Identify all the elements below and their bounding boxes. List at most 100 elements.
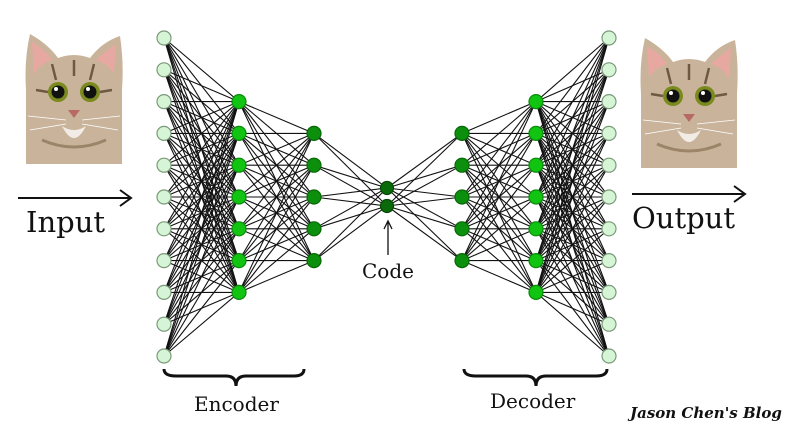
node-encoder-hidden-1-4 [231,189,247,205]
edge-input-to-encoder-hidden-1 [163,101,240,198]
edge-encoder-hidden-2-to-code [313,205,388,230]
encoder-label: Encoder [194,392,279,416]
node-encoder-hidden-1-6 [231,253,247,269]
edge-input-to-encoder-hidden-1 [163,101,240,261]
network-edges [163,37,610,357]
edge-decoder-hidden-1-to-decoder-hidden-2 [461,133,537,261]
edge-decoder-hidden-1-to-decoder-hidden-2 [461,260,537,293]
node-encoder-hidden-1-7 [231,284,247,300]
node-encoder-hidden-1-1 [231,93,247,110]
edge-input-to-encoder-hidden-1 [163,164,240,357]
edge-decoder-hidden-1-to-decoder-hidden-2 [461,164,537,261]
output-arrow [632,185,747,203]
input-label: Input [26,205,106,239]
node-input-6 [156,189,172,205]
edge-decoder-hidden-2-to-output [535,69,610,293]
edge-encoder-hidden-1-to-encoder-hidden-2 [238,132,315,198]
input-arrow [18,189,133,207]
edge-decoder-hidden-1-to-decoder-hidden-2 [461,101,537,230]
node-input-5 [156,157,172,173]
edge-decoder-hidden-2-to-output [535,37,610,198]
node-output-5 [601,157,617,173]
edge-decoder-hidden-1-to-decoder-hidden-2 [461,101,537,166]
node-decoder-hidden-2-1 [528,93,544,110]
edge-code-to-decoder-hidden-1 [386,205,463,262]
encoder-brace [162,368,306,387]
edge-decoder-hidden-2-to-output [535,37,610,261]
node-output-7 [601,221,617,237]
node-output-9 [601,284,617,300]
edge-input-to-encoder-hidden-1 [163,260,240,357]
node-input-10 [156,316,172,332]
node-encoder-hidden-2-1 [306,125,322,141]
edge-input-to-encoder-hidden-1 [163,133,240,357]
edge-input-to-encoder-hidden-1 [163,196,240,357]
node-decoder-hidden-2-3 [528,157,544,173]
node-input-4 [156,125,172,141]
edge-encoder-hidden-1-to-encoder-hidden-2 [238,133,315,261]
edge-code-to-decoder-hidden-1 [386,187,463,230]
edge-code-to-decoder-hidden-1 [386,187,463,261]
edge-decoder-hidden-2-to-output [535,196,610,293]
edge-encoder-hidden-2-to-code [313,164,388,189]
node-decoder-hidden-2-5 [528,221,544,237]
output-label: Output [632,201,736,235]
edge-encoder-hidden-1-to-encoder-hidden-2 [238,101,315,134]
edge-input-to-encoder-hidden-1 [163,291,240,357]
edge-encoder-hidden-1-to-encoder-hidden-2 [238,196,315,293]
edge-input-to-encoder-hidden-1 [163,101,240,166]
edge-decoder-hidden-2-to-output [535,260,610,293]
edge-decoder-hidden-2-to-output [535,228,610,293]
edge-decoder-hidden-2-to-output [535,37,610,293]
node-decoder-hidden-1-2 [454,157,470,173]
edge-decoder-hidden-2-to-output [535,37,610,134]
edge-code-to-decoder-hidden-1 [386,132,463,189]
edge-encoder-hidden-1-to-encoder-hidden-2 [238,132,315,166]
edge-encoder-hidden-1-to-encoder-hidden-2 [238,133,315,230]
node-decoder-hidden-1-3 [454,189,470,205]
node-input-7 [156,221,172,237]
decoder-label: Decoder [490,389,576,413]
node-encoder-hidden-2-2 [306,157,322,173]
edge-encoder-hidden-2-to-code [313,187,388,230]
edge-decoder-hidden-1-to-decoder-hidden-2 [461,101,537,134]
node-decoder-hidden-2-4 [528,189,544,205]
edge-decoder-hidden-2-to-output [535,291,610,325]
node-encoder-hidden-2-5 [306,253,322,269]
node-decoder-hidden-1-1 [454,125,470,141]
edge-decoder-hidden-2-to-output [535,133,610,293]
edge-input-to-encoder-hidden-1 [163,228,240,357]
edge-encoder-hidden-2-to-code [313,132,388,189]
input-cat-image [25,34,123,164]
node-output-3 [601,93,617,110]
decoder-brace [462,368,609,387]
edge-decoder-hidden-2-to-output [535,37,610,103]
node-input-2 [156,62,172,78]
output-cat-image [640,38,738,168]
blog-signature: Jason Chen's Blog [630,404,782,422]
edge-input-to-encoder-hidden-1 [163,101,240,230]
edge-decoder-hidden-1-to-decoder-hidden-2 [461,228,537,262]
edge-decoder-hidden-1-to-decoder-hidden-2 [461,101,537,261]
edge-decoder-hidden-1-to-decoder-hidden-2 [461,101,537,198]
edge-encoder-hidden-1-to-encoder-hidden-2 [238,164,315,293]
node-input-11 [156,348,172,364]
cat-icon [25,34,123,164]
edge-encoder-hidden-2-to-code [313,205,388,262]
node-encoder-hidden-1-3 [231,157,247,173]
edge-code-to-decoder-hidden-1 [386,133,463,207]
edge-encoder-hidden-2-to-code [313,196,388,207]
edge-code-to-decoder-hidden-1 [386,164,463,207]
node-output-11 [601,348,617,364]
edge-encoder-hidden-2-to-code [313,164,388,207]
node-input-9 [156,284,172,300]
edge-code-to-decoder-hidden-1 [386,164,463,189]
edge-decoder-hidden-2-to-output [535,37,610,229]
edge-encoder-hidden-2-to-code [313,187,388,198]
node-output-2 [601,62,617,78]
node-output-10 [601,316,617,332]
node-input-8 [156,253,172,269]
edge-encoder-hidden-1-to-encoder-hidden-2 [238,228,315,293]
cat-icon [640,38,738,168]
edge-input-to-encoder-hidden-1 [163,37,240,103]
